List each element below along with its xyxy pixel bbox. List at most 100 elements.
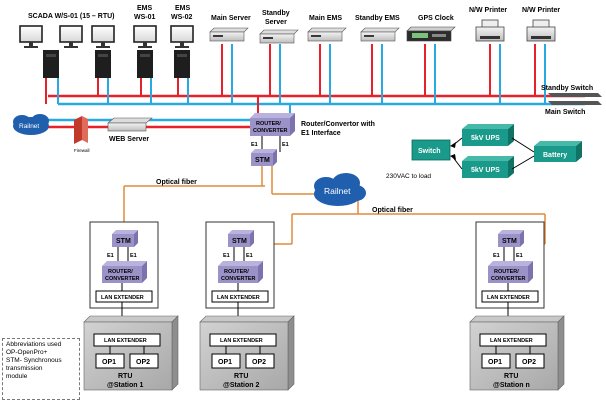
printer-1 (475, 19, 505, 42)
station-e1-right: E1 (130, 253, 137, 259)
power-switch: Switch (411, 139, 451, 161)
station-name-label: @Station n (493, 382, 530, 389)
abbreviations-line-1: Abbreviations used (6, 341, 62, 348)
abbreviations-line-4: transmission (6, 365, 43, 372)
web-server-label: WEB Server (109, 136, 149, 143)
abbreviations-note: Abbreviations used OP-OpenPro+ STM- Sync… (2, 338, 80, 400)
station-lan-extender-label: LAN EXTENDER (217, 295, 260, 301)
station-stm-label: STM (232, 238, 247, 245)
station-stm: STM (498, 230, 524, 247)
station-router: ROUTER/CONVERTER (488, 261, 533, 283)
station-router-label-b: CONVERTER (105, 276, 140, 282)
main-server (209, 27, 249, 42)
main-switch (548, 101, 602, 105)
control-room: Railnet Firewall WEB Server ROUTER/ CONV… (13, 113, 375, 166)
rtu-op2 (245, 353, 275, 369)
railnet-top-label: Railnet (19, 123, 39, 130)
station-lan-extender-label: LAN EXTENDER (101, 295, 144, 301)
rtu-lan-extender-label: LAN EXTENDER (490, 338, 533, 344)
rtu-op2 (129, 353, 159, 369)
control-stm-label: STM (255, 157, 270, 164)
ups2-label: 5kV UPS (471, 167, 500, 174)
workstations: SCADA W/S-01 (15 – RTU) EMS WS-01 EMS WS… (19, 5, 194, 78)
load-label: 230VAC to load (386, 173, 431, 180)
power-switch-label: Switch (418, 148, 441, 155)
main-switch-label: Main Switch (545, 109, 585, 116)
main-ems-label: Main EMS (309, 15, 342, 22)
station-router-label-a: ROUTER/ (224, 269, 249, 275)
ups1-label: 5kV UPS (471, 135, 500, 142)
control-e1-right: E1 (282, 142, 289, 148)
web-server: WEB Server (107, 117, 153, 143)
abbreviations-line-2: OP-OpenPro+ (6, 349, 48, 356)
rtu-op2-label: OP2 (136, 359, 150, 366)
station-stm-label: STM (116, 238, 131, 245)
ups-1: 5kV UPS (462, 124, 514, 146)
rtu-op1 (95, 353, 125, 369)
scada-workstation (19, 25, 83, 78)
station-lan-extender (95, 290, 153, 303)
firewall: Firewall (74, 116, 90, 153)
scada-label: SCADA W/S-01 (15 – RTU) (28, 13, 114, 20)
printer-2 (526, 19, 556, 42)
station-name-label: @Station 2 (223, 382, 259, 389)
standby-server-label-a: Standby (262, 10, 290, 17)
station-lan-extender-label: LAN EXTENDER (487, 295, 530, 301)
standby-switch-label: Standby Switch (541, 85, 593, 92)
station-e1-right: E1 (516, 253, 523, 259)
rtu-op1-label: OP1 (102, 359, 116, 366)
ems-ws-02 (170, 25, 194, 78)
standby-ems-label: Standby EMS (355, 15, 400, 22)
lan-links (20, 44, 585, 129)
battery: Battery (534, 141, 582, 162)
rtu-op1-label: OP1 (488, 359, 502, 366)
rtu-op2-label: OP2 (522, 359, 536, 366)
ems1-label-a: EMS (137, 5, 153, 12)
station-router-label-a: ROUTER/ (108, 269, 133, 275)
battery-label: Battery (543, 152, 567, 159)
ems2-label-b: WS-02 (171, 14, 193, 21)
firewall-label: Firewall (74, 148, 90, 153)
station-e1-left: E1 (493, 253, 500, 259)
control-router-label-b: CONVERTER (253, 128, 288, 134)
main-server-label: Main Server (211, 15, 251, 22)
station-lan-extender (481, 290, 539, 303)
standby-ems-server (360, 27, 400, 42)
station-stm: STM (228, 230, 254, 247)
router-caption-a: Router/Convertor with (301, 121, 375, 128)
rtu-op2 (515, 353, 545, 369)
ups-2: 5kV UPS (462, 156, 514, 178)
rtu-lan-extender (479, 333, 547, 347)
scada-workstation-2 (91, 25, 115, 78)
station-stm: STM (112, 230, 138, 247)
printer1-label: N/W Printer (469, 7, 507, 14)
gps-clock (406, 26, 456, 42)
control-e1-left: E1 (251, 142, 258, 148)
station-name-label: @Station 1 (107, 382, 143, 389)
station-lan-extender (211, 290, 269, 303)
station-e1-left: E1 (107, 253, 114, 259)
control-router: ROUTER/ CONVERTER (250, 113, 295, 136)
control-router-label-a: ROUTER/ (256, 121, 281, 127)
power-system: Switch 5kV UPS 5kV UPS Battery 230VAC to… (386, 124, 582, 180)
rtu-lan-extender (209, 333, 277, 347)
rtu-label: RTU (234, 373, 248, 380)
switches: Standby Switch Main Switch (541, 85, 602, 116)
rtu-op1 (211, 353, 241, 369)
optical-fiber-label-2: Optical fiber (372, 207, 413, 214)
abbreviations-line-3: STM- Synchronous (6, 357, 62, 364)
rtu-lan-extender (93, 333, 161, 347)
rtu-label: RTU (504, 373, 518, 380)
standby-switch (548, 93, 602, 97)
railnet-cloud: Railnet (314, 173, 366, 206)
rtu-lan-extender-label: LAN EXTENDER (104, 338, 147, 344)
